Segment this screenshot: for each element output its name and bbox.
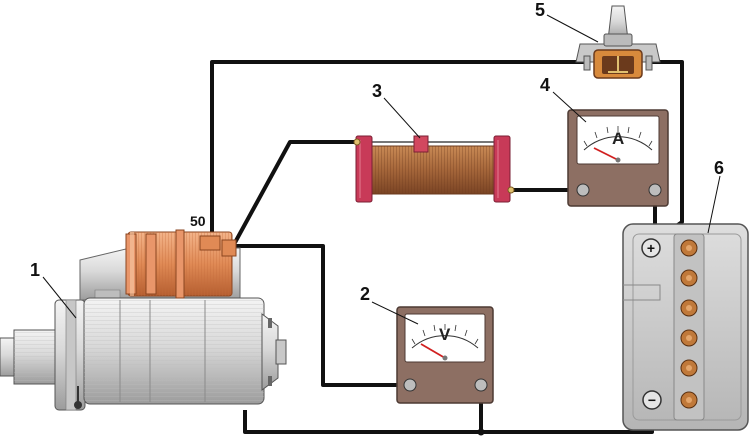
callout-4: 4 (540, 75, 550, 95)
wire-solenoid-to-switch (210, 60, 587, 246)
ammeter (567, 109, 669, 207)
callout-leader-4 (552, 91, 587, 123)
ammeter-terminal-right (648, 183, 662, 197)
battery (622, 223, 749, 431)
voltmeter-symbol: V (439, 325, 451, 344)
callout-5: 5 (535, 0, 545, 20)
junction-dot (477, 428, 485, 436)
rheostat (353, 135, 515, 203)
battery-plus-terminal (641, 238, 661, 258)
callout-leader-3 (383, 97, 421, 139)
voltmeter-terminal-left (403, 378, 417, 392)
wire-solenoid-to-rheostat (230, 140, 358, 249)
wire-solenoid-to-voltmeter (236, 244, 410, 387)
callout-6: 6 (714, 158, 724, 178)
callout-1: 1 (30, 260, 40, 280)
battery-cell-caps (673, 233, 705, 421)
battery-plus-symbol: + (647, 240, 655, 256)
wire-ground-bus (243, 408, 654, 434)
callout-leader-1 (42, 276, 77, 319)
toggle-switch (575, 5, 661, 79)
callout-3: 3 (372, 81, 382, 101)
voltmeter (396, 306, 494, 404)
ammeter-symbol: A (612, 129, 624, 148)
voltmeter-terminal-right (474, 378, 488, 392)
ammeter-needle (593, 147, 619, 161)
ammeter-terminal-left (576, 183, 590, 197)
callout-leader-6 (707, 175, 721, 234)
terminal-50-label: 50 (190, 213, 206, 229)
voltmeter-needle (420, 343, 446, 359)
rheostat-slider (413, 135, 429, 153)
battery-minus-terminal (642, 390, 662, 410)
starter-solenoid (125, 229, 237, 299)
callout-leader-2 (371, 301, 419, 325)
callout-leader-5 (546, 14, 599, 43)
mounting-bolt (74, 401, 82, 409)
callout-2: 2 (360, 284, 370, 304)
callouts (42, 14, 721, 325)
battery-minus-symbol: − (648, 392, 656, 408)
